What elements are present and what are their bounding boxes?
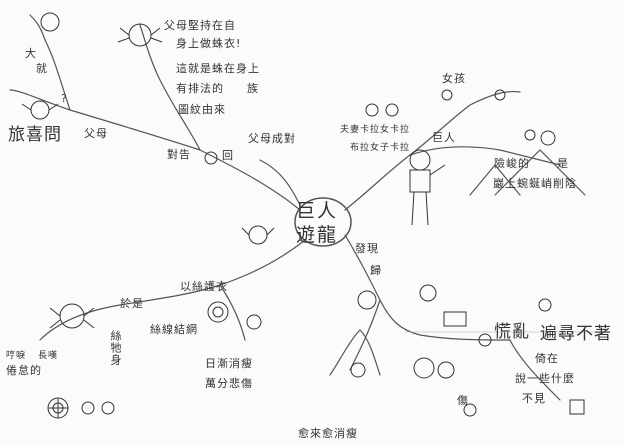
- left-vertical-text: 絲牠身: [109, 330, 122, 366]
- discover-text: 發現: [355, 242, 379, 255]
- mid-left-return: 回: [222, 149, 234, 162]
- branch-tr: 父母成對: [248, 132, 296, 145]
- spider-text-2: 身上做蛛衣!: [176, 37, 242, 50]
- sunset-text: 日漸消瘦: [205, 357, 253, 370]
- center-topic: 巨人 遊龍: [296, 199, 338, 247]
- center-line-2: 遊龍: [296, 224, 339, 246]
- loop-text: 愈來愈消瘦: [298, 427, 358, 440]
- spider-text-5: 圖紋由來: [178, 103, 226, 116]
- spider-text-3: 這就是蛛在身上: [176, 62, 260, 75]
- cry-text: 長嘆: [38, 351, 59, 361]
- ll-branch-2: 以絲護衣: [180, 280, 228, 293]
- sad-text: 傷: [457, 394, 469, 407]
- giant-text: 巨人: [432, 131, 456, 144]
- center-line-1: 巨人: [296, 200, 339, 222]
- left-up-2: 大: [25, 47, 37, 60]
- silk-text: 絲線結網: [150, 323, 198, 336]
- rotate-text: 歸: [370, 264, 382, 277]
- ll-branch: 於是: [120, 297, 144, 310]
- panic2-text: 遍尋不著: [540, 324, 612, 344]
- waste-text: 哼唳: [6, 351, 27, 361]
- left-topic: 旅喜問: [8, 125, 62, 145]
- panic-text: 慌亂: [494, 322, 530, 342]
- bula-text: 布拉女子卡拉: [350, 143, 411, 153]
- girl-text: 女孩: [442, 72, 466, 85]
- mount-text: 巖上蜿蜒峭削陰: [493, 177, 577, 190]
- question-mark: ?: [61, 92, 68, 105]
- danger-text: 險峻的: [494, 157, 530, 170]
- spider-text-1: 父母堅持在自: [164, 19, 236, 32]
- bottom-right-text: 不見: [522, 392, 546, 405]
- couple-text: 夫妻卡拉女卡拉: [340, 125, 411, 135]
- danger2-text: 是: [557, 157, 569, 170]
- left-parents: 父母: [84, 127, 108, 140]
- tired-text: 倦怠的: [6, 364, 42, 377]
- spider-text-4: 有排法的: [176, 82, 224, 95]
- mid-left-text: 對告: [167, 148, 191, 161]
- despair-text: 萬分悲傷: [205, 377, 253, 390]
- panic-sub: 倚在: [535, 352, 559, 365]
- panic-sub2: 說一些什麼: [515, 372, 575, 385]
- family-text: 族: [247, 82, 259, 95]
- left-up: 就: [36, 62, 48, 75]
